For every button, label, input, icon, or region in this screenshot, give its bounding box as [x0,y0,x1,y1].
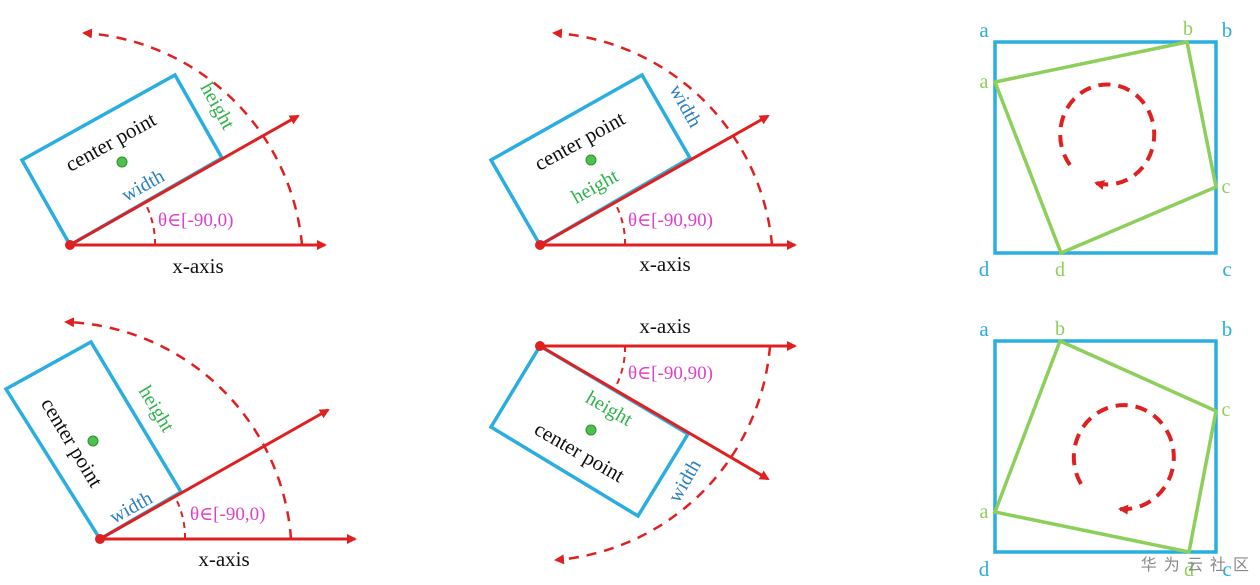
panel-bottom-right: a b c d a b c d [979,317,1233,581]
rotated-label-c: c [1222,399,1231,421]
angle-label: θ∈[-90,90) [628,363,713,384]
reference-square [993,40,1218,255]
rotated-square [992,338,1218,555]
axis-label: x-axis [639,314,690,338]
square-label-c: c [1222,257,1231,281]
square-label-c: c [1222,557,1231,581]
rotated-label-d: d [1055,259,1065,281]
rotated-axis-arrow [539,344,770,481]
center-dot [585,154,597,166]
center-label: center point [530,106,629,175]
origin-dot [95,534,105,544]
square-label-a: a [979,317,989,341]
rotated-label-a: a [980,501,989,523]
rotated-label-c: c [1222,176,1231,198]
angle-arc [175,498,187,540]
angle-arc [615,345,627,387]
axis-label: x-axis [639,252,690,276]
rotated-axis-arrow [99,408,330,541]
panel-bottom-left: center point height width θ∈[-90,0) x-ax… [3,317,357,571]
axis-label: x-axis [172,254,223,278]
rotation-circle-arrow [1071,403,1176,515]
rotation-arc [554,345,772,565]
square-label-a: a [979,18,989,42]
center-dot [585,424,597,436]
square-label-d: d [979,557,990,581]
rotation-circle-arrow [1058,82,1157,190]
center-label: center point [61,107,160,176]
rotated-label-b: b [1055,318,1065,340]
origin-dot [65,240,75,250]
rotated-label-b: b [1183,18,1193,40]
angle-label: θ∈[-90,90) [628,210,713,231]
height-label: height [134,382,179,437]
origin-dot [535,240,545,250]
panel-top-right: a b c d a b c d [979,18,1233,281]
angle-label: θ∈[-90,0) [190,504,265,525]
angle-arc [145,204,157,246]
panel-bottom-mid: height center point width θ∈[-90,90) x-a… [488,314,797,565]
panel-top-mid: center point height width θ∈[-90,90) x-a… [488,28,797,276]
rotated-label-a: a [980,71,989,93]
origin-dot [535,341,545,351]
angle-arc [615,204,627,246]
center-dot [116,156,128,168]
center-label: center point [530,417,628,488]
rotation-arc [64,317,293,540]
rotation-arc [552,28,774,246]
square-label-b: b [1222,317,1233,341]
height-label: height [582,387,637,431]
axis-label: x-axis [198,547,249,571]
square-label-b: b [1222,18,1233,42]
center-dot [87,435,99,447]
rotated-axis-arrow [539,114,770,247]
square-label-d: d [979,257,990,281]
rotation-arc [82,28,304,246]
rotated-label-d: d [1184,559,1194,581]
reference-square [993,339,1218,554]
panel-top-left: center point width height θ∈[-90,0) x-ax… [19,28,327,278]
rotated-axis-arrow [69,114,300,247]
width-label: width [118,165,169,206]
rotated-square [992,39,1218,256]
watermark: 华 为 云 社 区 [1140,555,1250,574]
angle-label: θ∈[-90,0) [158,210,233,231]
